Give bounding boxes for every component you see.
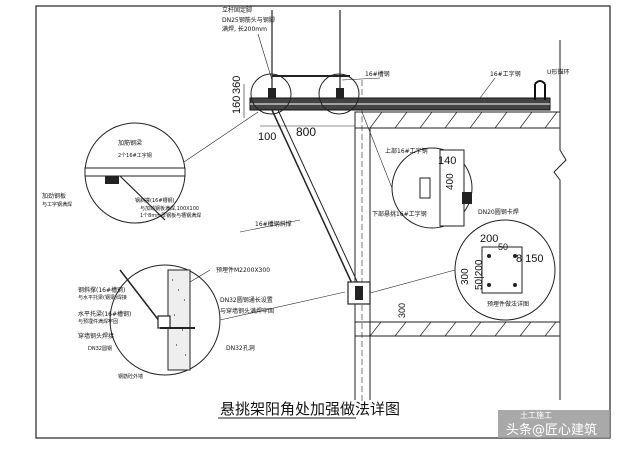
watermark-bg xyxy=(498,410,610,438)
label-pierce-steel: 穿墙钢头焊接 xyxy=(78,332,114,340)
label-pole-weld: DN25钢筋头与钢脚 xyxy=(222,16,275,24)
leader-channel16-top xyxy=(341,77,381,81)
label-u-anchor: U形锚环 xyxy=(547,68,569,76)
dim-300-lower: 300 xyxy=(397,303,407,318)
dim-200: 200 xyxy=(480,233,498,245)
u-anchor-icon xyxy=(534,80,546,100)
label-steel-brace2: 与水平托梁(钢梁)焊接 xyxy=(78,294,127,301)
dim-360: 360 xyxy=(231,76,243,94)
label-embed-detail: 预埋件做法详图 xyxy=(487,300,529,308)
label-dn32-pipe: DN32圆钢通长设置 xyxy=(220,296,273,304)
label-embed-plate: 预埋件M2200X300 xyxy=(216,266,270,274)
label-reinf-beam2: 与工字钢满焊 xyxy=(42,201,72,208)
leader-detail3 xyxy=(369,269,456,294)
leader-embed-plate xyxy=(189,269,211,283)
outer-border xyxy=(35,5,611,439)
diagonal-brace-2 xyxy=(277,109,362,291)
embed-plate xyxy=(355,286,363,300)
label-inclined3: 1个8mm厚钢板与槽钢满焊 xyxy=(140,212,201,219)
label-pole-weld2: 满焊, 长200mm xyxy=(222,25,267,33)
diagonal-brace xyxy=(271,109,356,291)
label-horiz-beam2: 与预埋件满焊牢固 xyxy=(78,318,118,325)
label-dn32-pipe2: 与穿墙钢头满焊牢固 xyxy=(220,307,274,315)
label-reinf-beam: 加劲钢板 xyxy=(42,192,66,200)
dim-300: 300 xyxy=(460,268,471,285)
label-dn32-hole: DN32孔洞 xyxy=(226,344,255,352)
label-upper-ibeam: 上部16#工字钢 xyxy=(385,147,428,155)
detail-circle-pole-right xyxy=(318,73,360,115)
detail3-bolt-1 xyxy=(487,254,491,258)
detail1-beam xyxy=(84,167,186,177)
pole-foot-left xyxy=(268,88,276,98)
label-gusset: 加筋钢梁 xyxy=(118,139,142,147)
label-pole-fix: 立杆固定脚 xyxy=(222,6,252,14)
watermark-top-text: 土工施工 xyxy=(520,410,552,420)
pole-foot-right xyxy=(336,88,344,98)
detail4-plate xyxy=(157,315,171,329)
detail4-brace xyxy=(119,269,161,323)
dim-800: 800 xyxy=(296,125,316,139)
leader-detail2 xyxy=(361,111,393,189)
detail3-bolt-4 xyxy=(513,283,517,287)
dim-400: 400 xyxy=(445,173,456,190)
label-inclined2: 与加劲钢板满焊,100X100 xyxy=(140,205,199,212)
leader-brace xyxy=(239,219,301,233)
detail2-lower xyxy=(462,192,472,204)
label-lower-ibeam: 下部悬挑16#工字钢 xyxy=(372,210,427,218)
label-horiz-beam: 水平托梁(16#槽钢) xyxy=(78,310,131,318)
leader-pole xyxy=(257,33,273,81)
label-ibeam16: 16#工字钢 xyxy=(490,70,521,78)
label-dn20-card: DN20圆钢卡焊 xyxy=(478,208,519,216)
detail4-wall-dots xyxy=(172,279,186,356)
slab-hatch xyxy=(369,111,558,129)
leader-detail1 xyxy=(183,111,259,163)
detail4-wall xyxy=(167,269,191,371)
dim-140: 140 xyxy=(438,155,456,167)
break-line-right xyxy=(553,40,567,400)
leader-ibeam16 xyxy=(479,77,496,99)
label-channel16-top: 16#槽钢 xyxy=(365,70,390,78)
label-steel-brace: 钢斜撑(16#槽钢) xyxy=(78,286,125,294)
detail1-plate xyxy=(105,176,119,184)
dim-160: 160 xyxy=(231,96,243,114)
label-gusset2: 2个16#工字钢 xyxy=(118,152,152,159)
detail2-wall xyxy=(439,149,465,227)
label-pierce-steel2: DN32圆钢 xyxy=(88,345,112,352)
label-inclined: 钢斜撑(16#槽钢) xyxy=(135,197,175,204)
floor-slab xyxy=(354,111,561,129)
leader-detail4 xyxy=(219,291,346,321)
detail1-brace xyxy=(119,175,166,221)
detail-circle-pole-left xyxy=(250,73,292,115)
dim-50: 50 xyxy=(498,242,508,252)
dim-100: 100 xyxy=(258,131,276,143)
detail3-bolt-3 xyxy=(487,283,491,287)
detail3-bolt-2 xyxy=(513,254,517,258)
dim-150: 8 150 xyxy=(516,253,544,265)
label-channel16-brace: 16#槽钢斜撑 xyxy=(255,220,292,228)
dim-50-200: 50|200 xyxy=(474,259,485,290)
watermark-main-text: 头条@匠心建筑 xyxy=(506,422,597,438)
label-outer-wall: 钢筋砼外墙 xyxy=(118,373,143,380)
drawing-title: 悬挑架阳角处加强做法详图 xyxy=(220,400,400,418)
lower-slab-hatch xyxy=(369,321,557,337)
detail2-upper xyxy=(419,177,431,199)
